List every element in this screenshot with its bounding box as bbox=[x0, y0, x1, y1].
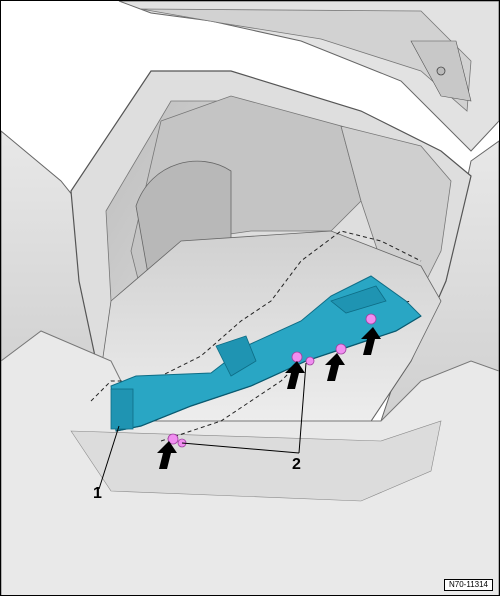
trim-part bbox=[110, 275, 422, 432]
trim-part-ridge-2 bbox=[330, 285, 387, 314]
callout-label-2: 2 bbox=[292, 456, 301, 473]
trunk-inner-right-wall bbox=[340, 125, 452, 292]
leader-2a bbox=[181, 442, 300, 454]
callout-label-1: 1 bbox=[93, 485, 102, 502]
direction-arrows bbox=[157, 327, 381, 469]
arrow-4 bbox=[361, 327, 381, 355]
trim-part-end bbox=[110, 388, 134, 430]
fastener-5 bbox=[335, 343, 347, 355]
bumper-lip bbox=[70, 420, 442, 502]
fastener-6 bbox=[365, 313, 377, 325]
leader-lines bbox=[98, 362, 307, 490]
trim-part-ridge bbox=[215, 335, 257, 377]
arrow-1 bbox=[157, 441, 177, 469]
fasteners bbox=[167, 313, 377, 448]
document-id: N70-11314 bbox=[444, 579, 493, 591]
leader-2b bbox=[298, 362, 307, 454]
fastener-1 bbox=[167, 433, 179, 445]
trim-part-edge bbox=[115, 315, 422, 432]
fastener-3 bbox=[291, 351, 303, 363]
leader-1 bbox=[98, 425, 120, 490]
arrow-3 bbox=[325, 353, 345, 381]
fastener-4 bbox=[305, 356, 315, 366]
arrow-2 bbox=[285, 361, 305, 389]
wheel-arch-left bbox=[135, 160, 232, 292]
trunk-inner-back-wall bbox=[130, 95, 362, 292]
tailgate-bolt bbox=[436, 66, 446, 76]
